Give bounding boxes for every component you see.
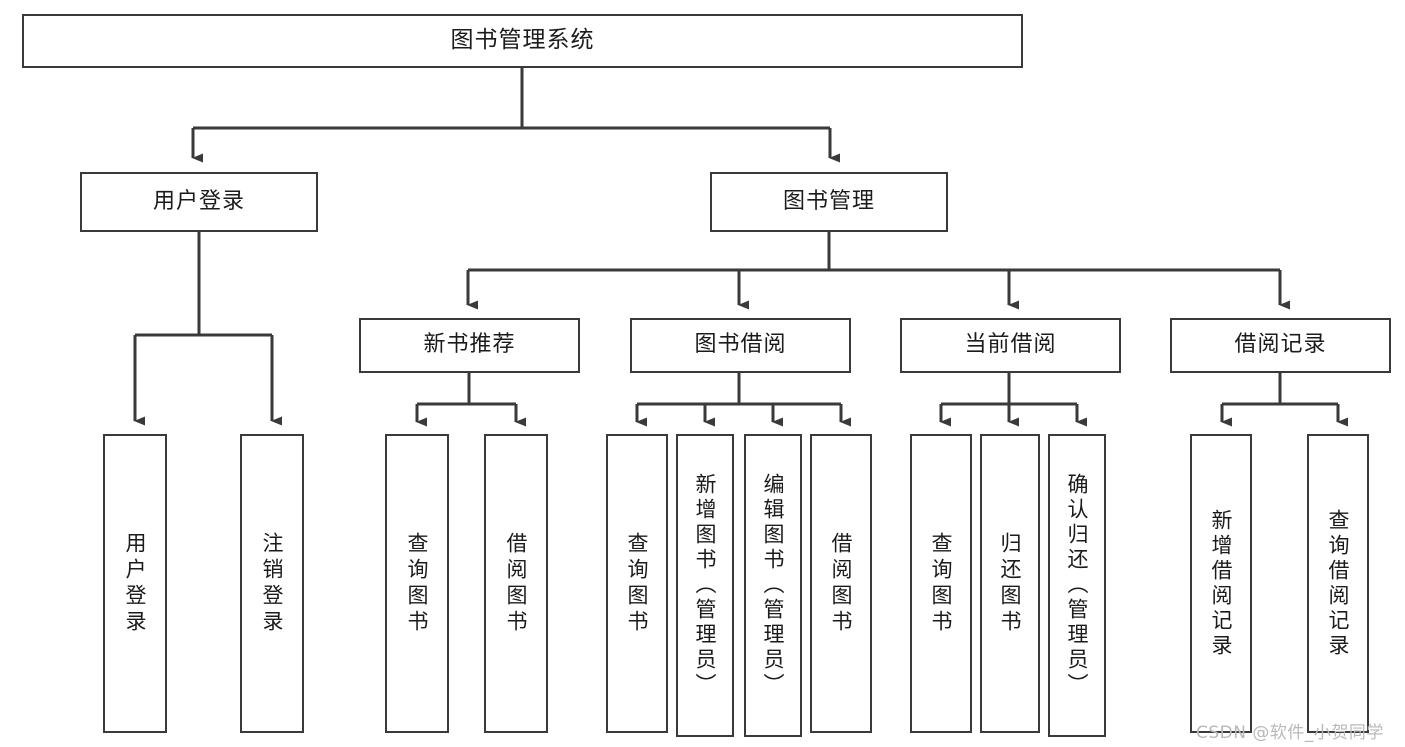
leaf-return-book[interactable]: 归还图书: [980, 434, 1040, 733]
leaf-confirm-return-label: 确认归还（管理员）: [1065, 473, 1090, 698]
leaf-query-book-2[interactable]: 查询图书: [606, 434, 668, 733]
node-new-book-recommend-label: 新书推荐: [423, 332, 516, 358]
watermark-text: CSDN @软件_小贺同学: [1196, 723, 1384, 743]
leaf-edit-book[interactable]: 编辑图书（管理员）: [744, 434, 802, 737]
node-root[interactable]: 图书管理系统: [22, 14, 1023, 68]
node-current-borrow-label: 当前借阅: [964, 332, 1057, 358]
node-book-borrow-label: 图书借阅: [694, 332, 787, 358]
leaf-borrow-book-2-label: 借阅图书: [829, 531, 854, 636]
leaf-query-record[interactable]: 查询借阅记录: [1307, 434, 1369, 733]
leaf-query-book-1-label: 查询图书: [405, 531, 430, 636]
node-user-login-label: 用户登录: [152, 188, 245, 214]
leaf-add-book-label: 新增图书（管理员）: [693, 473, 718, 698]
node-root-label: 图书管理系统: [450, 27, 595, 54]
leaf-user-login[interactable]: 用户登录: [103, 434, 167, 733]
node-book-manage-label: 图书管理: [782, 188, 875, 214]
leaf-query-record-label: 查询借阅记录: [1326, 508, 1351, 659]
leaf-borrow-book-1-label: 借阅图书: [504, 531, 529, 636]
node-borrow-record-label: 借阅记录: [1234, 332, 1327, 358]
leaf-edit-book-label: 编辑图书（管理员）: [761, 473, 786, 698]
leaf-logout-login-label: 注销登录: [260, 531, 285, 636]
leaf-borrow-book-2[interactable]: 借阅图书: [810, 434, 872, 733]
leaf-user-login-label: 用户登录: [123, 531, 148, 636]
watermark: CSDN @软件_小贺同学: [1196, 718, 1384, 743]
node-new-book-recommend[interactable]: 新书推荐: [359, 318, 580, 373]
leaf-add-book[interactable]: 新增图书（管理员）: [676, 434, 734, 737]
leaf-add-record-label: 新增借阅记录: [1209, 508, 1234, 659]
node-book-manage[interactable]: 图书管理: [710, 172, 948, 232]
node-borrow-record[interactable]: 借阅记录: [1170, 318, 1391, 373]
leaf-confirm-return[interactable]: 确认归还（管理员）: [1048, 434, 1106, 737]
node-book-borrow[interactable]: 图书借阅: [630, 318, 851, 373]
leaf-borrow-book-1[interactable]: 借阅图书: [484, 434, 548, 733]
leaf-query-book-3[interactable]: 查询图书: [910, 434, 972, 733]
node-user-login[interactable]: 用户登录: [80, 172, 318, 232]
leaf-query-book-1[interactable]: 查询图书: [385, 434, 449, 733]
leaf-query-book-3-label: 查询图书: [929, 531, 954, 636]
node-current-borrow[interactable]: 当前借阅: [900, 318, 1121, 373]
leaf-query-book-2-label: 查询图书: [625, 531, 650, 636]
leaf-logout-login[interactable]: 注销登录: [240, 434, 304, 733]
leaf-add-record[interactable]: 新增借阅记录: [1190, 434, 1252, 733]
leaf-return-book-label: 归还图书: [998, 531, 1023, 636]
